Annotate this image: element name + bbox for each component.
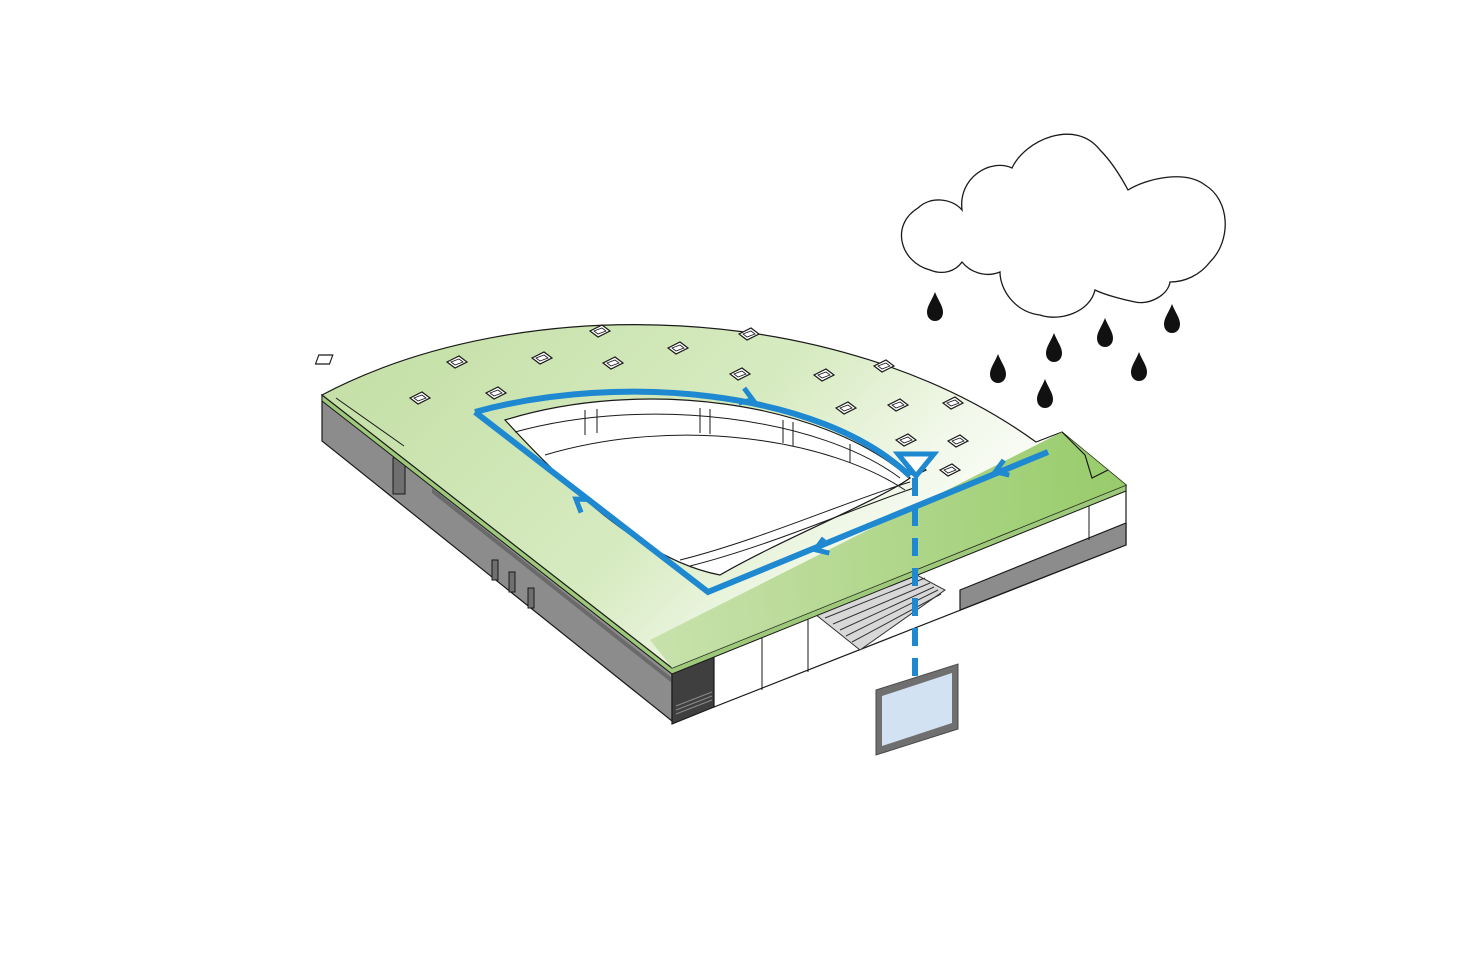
courtyard-walls	[514, 408, 915, 567]
left-edge-detail	[335, 397, 405, 447]
skylight-icon	[737, 327, 761, 341]
raindrop-icon	[1037, 379, 1053, 408]
left-facade-band	[432, 488, 672, 683]
raindrop-icon	[1046, 333, 1062, 362]
skylight-icon	[872, 359, 896, 373]
skylight-icon	[445, 355, 469, 369]
right-wall	[959, 522, 1127, 611]
skylight-icon	[666, 341, 690, 355]
skylight-icon	[588, 324, 612, 338]
flow-arrow-icon	[991, 458, 1010, 478]
storage-tank-icon	[875, 663, 959, 756]
cloud-icon	[901, 133, 1226, 318]
skylight-icon	[728, 367, 752, 381]
skylight-icon	[938, 463, 962, 477]
water-flow	[473, 388, 1050, 683]
skylight-icon	[946, 434, 970, 448]
skylight-icon	[601, 356, 625, 370]
skylight-layer	[408, 324, 970, 477]
raindrop-icon	[1097, 318, 1113, 347]
skylight-icon	[530, 351, 554, 365]
skylight-icon	[886, 398, 910, 412]
skylight-icon	[812, 368, 836, 382]
drain-funnel-icon	[892, 451, 940, 480]
vent-grille	[675, 691, 713, 715]
skylight-icon	[314, 354, 334, 365]
skylight-icon	[941, 396, 965, 410]
raindrop-icon	[927, 292, 943, 321]
skylight-icon	[408, 391, 432, 405]
facade-windows	[392, 457, 535, 609]
skylights	[314, 354, 334, 365]
skylight-icon	[894, 433, 918, 447]
columns	[761, 500, 1090, 690]
raindrop-icon	[1131, 352, 1147, 381]
flow-path-outer	[473, 409, 1050, 596]
flow-arrow-icon	[738, 386, 757, 406]
flow-path-top	[474, 388, 913, 479]
flow-arrows	[572, 386, 1010, 556]
building	[314, 324, 1128, 725]
raindrop-icon	[990, 354, 1006, 383]
raindrop-icon	[1164, 304, 1180, 333]
flow-arrow-icon	[811, 536, 830, 556]
strip-edge-detail	[1061, 431, 1109, 479]
green-roof-strip	[650, 432, 1126, 668]
rain	[927, 292, 1180, 408]
skylight-icon	[484, 386, 508, 400]
flow-arrow-icon	[572, 496, 591, 514]
skylight-icon	[834, 401, 858, 415]
